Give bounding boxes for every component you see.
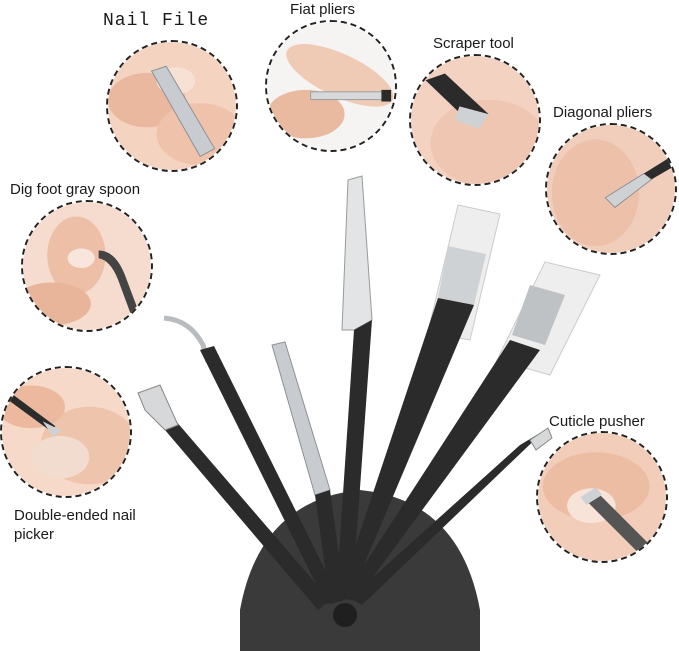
flat-scraper-tool — [340, 204, 501, 598]
diagonal-pliers-closeup — [545, 123, 677, 255]
label-double-ended-picker: Double-ended nail picker — [14, 507, 136, 543]
nail-file-closeup — [106, 40, 238, 172]
flat-pliers-closeup — [265, 20, 397, 152]
double-ended-picker-closeup — [0, 366, 132, 498]
diagonal-scraper-tool — [344, 261, 601, 600]
scraper-tool-closeup — [409, 54, 541, 186]
nail-file-tool — [271, 341, 345, 604]
label-diagonal-pliers: Diagonal pliers — [553, 104, 653, 121]
tool-pivot — [333, 603, 357, 627]
double-ended-picker-tool — [137, 384, 330, 610]
cuticle-pusher-closeup — [536, 431, 668, 563]
label-dig-foot-spoon: Dig foot gray spoon — [10, 181, 141, 198]
label-nail-file: Nail File — [103, 11, 210, 31]
serrated-scraper-tool — [336, 175, 373, 600]
dig-foot-spoon-tool — [163, 315, 340, 604]
label-cuticle-pusher: Cuticle pusher — [549, 413, 645, 430]
label-scraper-tool: Scraper tool — [433, 35, 514, 52]
cuticle-pusher-tool — [350, 427, 553, 605]
label-flat-pliers: Fiat pliers — [290, 1, 356, 18]
